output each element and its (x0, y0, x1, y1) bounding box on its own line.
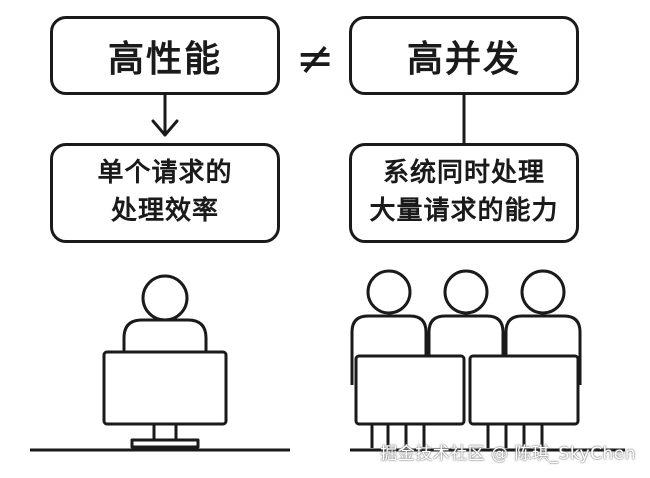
monitor (102, 350, 228, 426)
description-line: 系统同时处理 (382, 158, 545, 189)
user-head (141, 274, 189, 322)
user-head (443, 269, 489, 315)
multi-user-figure (350, 269, 625, 452)
left-arrowhead (151, 119, 179, 137)
watermark-text: 掘金技术社区 @ 陈琪_SkyChen (380, 444, 636, 464)
description-line: 处理效率 (110, 196, 219, 226)
user-head (520, 269, 566, 315)
monitor (354, 354, 466, 426)
not-equal-symbol: ≠ (295, 31, 335, 85)
description-line: 单个请求的 (97, 158, 233, 189)
monitor (468, 354, 580, 426)
user-body (122, 318, 208, 352)
user-head (366, 269, 412, 315)
description-line: 大量请求的能力 (369, 196, 559, 226)
monitor-stand (152, 422, 178, 442)
high-concurrency-title-box: 高并发 (349, 16, 579, 95)
high-concurrency-description-box: 系统同时处理 大量请求的能力 (349, 143, 579, 243)
high-performance-title: 高性能 (107, 38, 222, 80)
high-concurrency-title: 高并发 (406, 38, 521, 80)
single-user-figure (30, 274, 290, 452)
monitor-base (130, 438, 200, 449)
high-performance-description-box: 单个请求的 处理效率 (50, 143, 280, 243)
high-performance-title-box: 高性能 (50, 16, 280, 95)
